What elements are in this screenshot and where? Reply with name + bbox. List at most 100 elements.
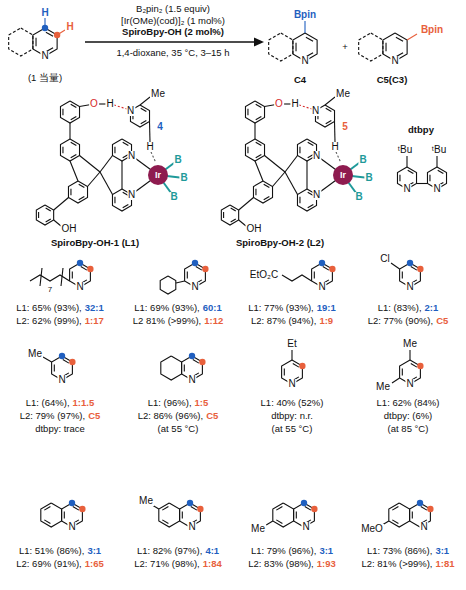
bond <box>43 357 52 362</box>
bond <box>69 123 70 139</box>
atom-label: B <box>173 155 182 165</box>
scheme-text: C4 <box>294 75 306 85</box>
atom-label: N <box>127 190 136 200</box>
bond <box>149 122 151 143</box>
bond <box>100 156 113 173</box>
atom-label: B <box>358 155 367 165</box>
scheme-text: SpiroBpy-OH (2 mol%) <box>122 27 224 37</box>
atom-label: N <box>432 184 441 194</box>
bond <box>408 170 414 173</box>
atom-label: Cl <box>379 254 390 264</box>
bond <box>184 364 185 371</box>
selectivity-value: 1:65 <box>85 558 104 569</box>
result-line: L2: 69% (91%),1:65 <box>16 558 104 570</box>
bond <box>411 364 417 368</box>
bond <box>162 507 168 511</box>
bond <box>276 520 282 524</box>
yield-text: L2: 86% (96%), <box>138 410 203 421</box>
atom-label: O <box>274 99 284 109</box>
site-dot <box>199 359 205 365</box>
ring <box>68 181 87 203</box>
bond <box>306 37 313 41</box>
yield-text: L1: (96%), <box>148 397 192 408</box>
atom-label: Me <box>27 349 43 359</box>
bond <box>35 38 36 46</box>
bond <box>141 108 147 111</box>
bond <box>402 271 403 278</box>
site-dot <box>87 266 93 272</box>
result-line: L1: 82% (97%),4:1 <box>137 545 219 557</box>
selectivity-value: 60:1 <box>203 302 222 313</box>
result-line: dtbpy: n.r. <box>271 410 313 422</box>
bond <box>256 154 262 157</box>
alkyl-chain <box>282 275 312 281</box>
yield-text: L1: 82% (97%), <box>137 545 202 556</box>
bond <box>409 350 410 360</box>
atom-label: Bpin <box>293 10 317 20</box>
bond <box>304 21 305 33</box>
bond <box>187 271 188 278</box>
result-line: L1: (83%),2:1 <box>378 302 439 314</box>
bond <box>438 170 444 173</box>
atom-label: N <box>317 282 326 292</box>
bond <box>151 152 156 163</box>
ring <box>359 33 383 61</box>
site-dot <box>197 506 203 512</box>
atom-label: N <box>187 375 196 385</box>
atom-label: Me <box>250 524 266 534</box>
scheme-text: dtbpy <box>408 125 434 135</box>
result-line: L2: 86% (96%),C5 <box>138 410 219 422</box>
selectivity-value: 1:1.5 <box>73 397 95 408</box>
bond <box>72 271 73 278</box>
atom-label: H <box>40 8 49 18</box>
atom-label: OH <box>246 224 263 234</box>
yield-text: dtbpy: trace <box>35 423 85 434</box>
bond <box>123 142 129 145</box>
bond <box>293 364 299 368</box>
bond <box>285 156 298 173</box>
result-line: L1: 77% (93%),19:1 <box>248 302 336 314</box>
result-line: L2 81% (>99%),1:12 <box>133 315 223 327</box>
bond <box>306 161 307 189</box>
ring <box>60 139 79 161</box>
ring <box>36 205 53 225</box>
yield-text: L1: 77% (93%), <box>248 302 313 313</box>
atom-label: N <box>419 522 428 532</box>
yield-text: (at 55 °C) <box>158 423 199 434</box>
selectivity-value: 32:1 <box>85 302 104 313</box>
site-dot <box>77 260 83 266</box>
selectivity-value: 1:12 <box>204 315 223 326</box>
atom-label: Ir <box>340 171 346 180</box>
atom-label: N <box>312 151 321 161</box>
bond <box>264 184 270 187</box>
scheme-text: (1 当量) <box>28 73 62 83</box>
site-dot <box>69 500 75 506</box>
bond <box>61 268 63 286</box>
bond <box>193 360 199 364</box>
bond <box>71 116 77 119</box>
result-line: L2: 77% (90%),C5 <box>368 315 449 327</box>
bond <box>71 142 77 145</box>
scheme-text: + <box>342 42 348 52</box>
bond <box>326 120 332 123</box>
bond <box>44 520 50 524</box>
atom-label: H <box>145 142 154 152</box>
site-dot <box>417 266 423 272</box>
atom-label: ᵗBu <box>397 145 413 155</box>
bond <box>326 108 332 111</box>
yield-text: (at 55 °C) <box>272 423 313 434</box>
atom-label: N <box>67 522 76 532</box>
selectivity-value: 1:5 <box>195 397 209 408</box>
bond <box>70 189 71 196</box>
bond <box>264 196 270 199</box>
result-line: (at 55 °C) <box>158 423 199 435</box>
bond <box>40 268 42 286</box>
bond <box>295 43 296 51</box>
bond <box>114 147 115 154</box>
result-line: (at 55 °C) <box>272 423 313 435</box>
bond <box>256 142 262 145</box>
bond <box>323 267 329 271</box>
bond <box>81 267 87 271</box>
bond <box>276 507 282 511</box>
bond <box>392 520 398 524</box>
